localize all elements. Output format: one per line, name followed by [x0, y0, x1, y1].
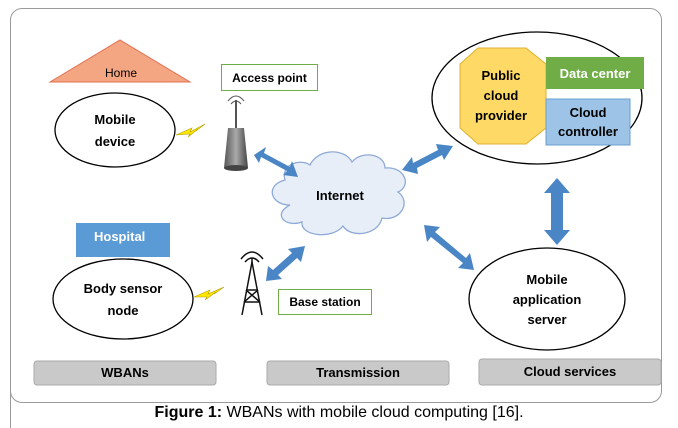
wireless-bolt-icon [175, 123, 206, 138]
arrow-access-point-internet [254, 147, 298, 177]
frame-left-line [10, 18, 11, 428]
transmission-bar-label: Transmission [316, 365, 400, 380]
wbans-bar [33, 360, 217, 386]
arrow-internet-cloud [402, 144, 453, 174]
arrow-cloud-app-server [544, 178, 570, 245]
transmission-bar [266, 360, 450, 386]
wbans-bar-label: WBANs [101, 365, 149, 380]
connection-arrows [254, 144, 570, 281]
public-cloud-provider-label: Public cloud provider [474, 68, 527, 123]
base-station-label: Base station [278, 289, 372, 315]
cloud-controller-label: Cloud controller [558, 105, 618, 139]
cloud-controller-box [545, 98, 631, 146]
internet-label: Internet [316, 188, 364, 203]
caption-text: WBANs with mobile cloud computing [16]. [222, 404, 524, 421]
data-center-box [546, 57, 644, 89]
cloud-services-bar [478, 358, 662, 386]
home-shape [48, 39, 192, 83]
mobile-device-label: Mobile device [94, 112, 136, 149]
body-sensor-node-label: Body sensor node [83, 281, 163, 318]
mobile-application-server-label: Mobile application server [512, 272, 582, 327]
mobile-device-ellipse [54, 92, 176, 168]
wireless-bolt-icon [193, 286, 225, 301]
data-center-label: Data center [559, 65, 631, 81]
base-station-tower-icon [240, 251, 264, 316]
hospital-box [76, 223, 170, 257]
arrow-internet-app-server [424, 225, 474, 270]
figure-caption: Figure 1: WBANs with mobile cloud comput… [0, 404, 678, 422]
access-point-device-icon [224, 95, 248, 171]
body-sensor-node-ellipse [52, 258, 194, 340]
mobile-application-server-ellipse [468, 247, 626, 351]
caption-prefix: Figure 1: [154, 404, 223, 421]
cloud-services-bar-label: Cloud services [523, 364, 617, 379]
hospital-label: Hospital [94, 229, 146, 244]
arrow-base-station-internet [266, 246, 305, 281]
home-label: Home [104, 66, 137, 80]
access-point-label: Access point [221, 64, 318, 91]
